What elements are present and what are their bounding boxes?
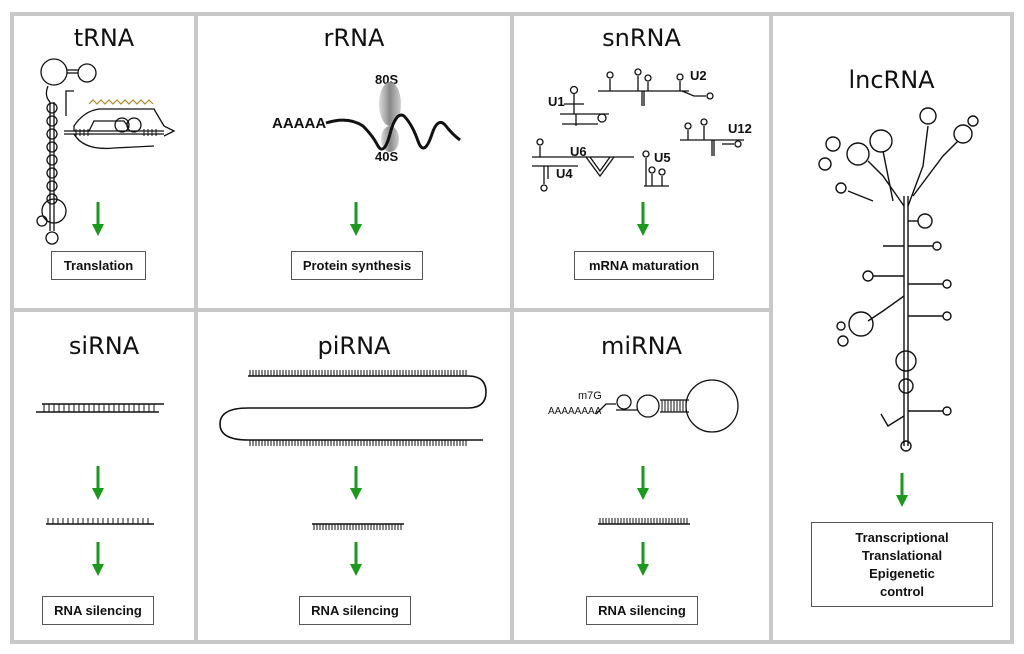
sirna-title: siRNA — [68, 332, 140, 360]
pirna-hairpin — [219, 370, 487, 530]
snrna-function-box: mRNA maturation — [574, 251, 714, 280]
trna-title: tRNA — [73, 24, 135, 52]
mirna-function-box: RNA silencing — [586, 596, 698, 625]
rrna-arrow-icon — [350, 202, 362, 236]
snrna-structures — [532, 68, 744, 192]
trna-arrow-icon — [92, 202, 104, 236]
sirna-arrow-icon-1 — [92, 466, 104, 500]
lncrna-arrow-icon — [896, 473, 908, 507]
lncrna-function-line-4: control — [879, 583, 925, 599]
rrna-40s-label: 40S — [375, 149, 399, 164]
panel-rrna: rRNA AAAAA 80S 40S Protein synthesis — [198, 16, 510, 308]
mirna-arrow-icon-2 — [637, 542, 649, 576]
pirna-function-box: RNA silencing — [299, 596, 411, 625]
lncrna-function-line-2: Translational — [861, 547, 943, 563]
trna-structure — [36, 58, 176, 245]
pirna-arrow-icon-1 — [350, 466, 362, 500]
lncrna-title: lncRNA — [848, 66, 935, 94]
lncrna-function-box: Transcriptional Translational Epigenetic… — [811, 522, 993, 607]
panel-pirna: piRNA RNA silencing — [198, 312, 510, 640]
snrna-u1-label: U1 — [548, 94, 565, 109]
panel-trna: tRNA — [14, 16, 194, 308]
snrna-u5-label: U5 — [654, 150, 671, 165]
snrna-title: snRNA — [602, 24, 681, 52]
mirna-cap-label: m7G — [578, 390, 602, 402]
pri-mirna-structure — [595, 379, 739, 525]
trna-function-box: Translation — [51, 251, 146, 280]
snrna-u4-label: U4 — [556, 166, 573, 181]
snrna-arrow-icon — [637, 202, 649, 236]
mirna-polya-label: AAAAAAAA — [548, 406, 602, 417]
lncrna-function-line-1: Transcriptional — [855, 529, 949, 545]
panel-sirna: siRNA RNA silencing — [14, 312, 194, 640]
panel-snrna: snRNA U1 U2 U12 U6 U5 U4 — [514, 16, 769, 308]
sirna-arrow-icon-2 — [92, 542, 104, 576]
snrna-u6-label: U6 — [570, 144, 587, 159]
lncrna-function-line-3: Epigenetic — [869, 565, 935, 581]
snrna-u12-label: U12 — [728, 121, 752, 136]
snrna-u2-label: U2 — [690, 68, 707, 83]
rrna-function-box: Protein synthesis — [291, 251, 423, 280]
mirna-title: miRNA — [600, 332, 683, 360]
ribosome-mrna-diagram — [325, 82, 461, 152]
rrna-polya-label: AAAAA — [272, 115, 327, 132]
pirna-arrow-icon-2 — [350, 542, 362, 576]
sirna-function-box: RNA silencing — [42, 596, 154, 625]
sirna-duplex — [36, 403, 164, 525]
panel-lncrna: lncRNA — [773, 16, 1010, 640]
pirna-title: piRNA — [317, 332, 391, 360]
lncrna-structure — [818, 107, 979, 452]
rrna-title: rRNA — [323, 24, 385, 52]
mirna-arrow-icon-1 — [637, 466, 649, 500]
panel-mirna: miRNA m7G AAAAAAAA RNA silencing — [514, 312, 769, 640]
